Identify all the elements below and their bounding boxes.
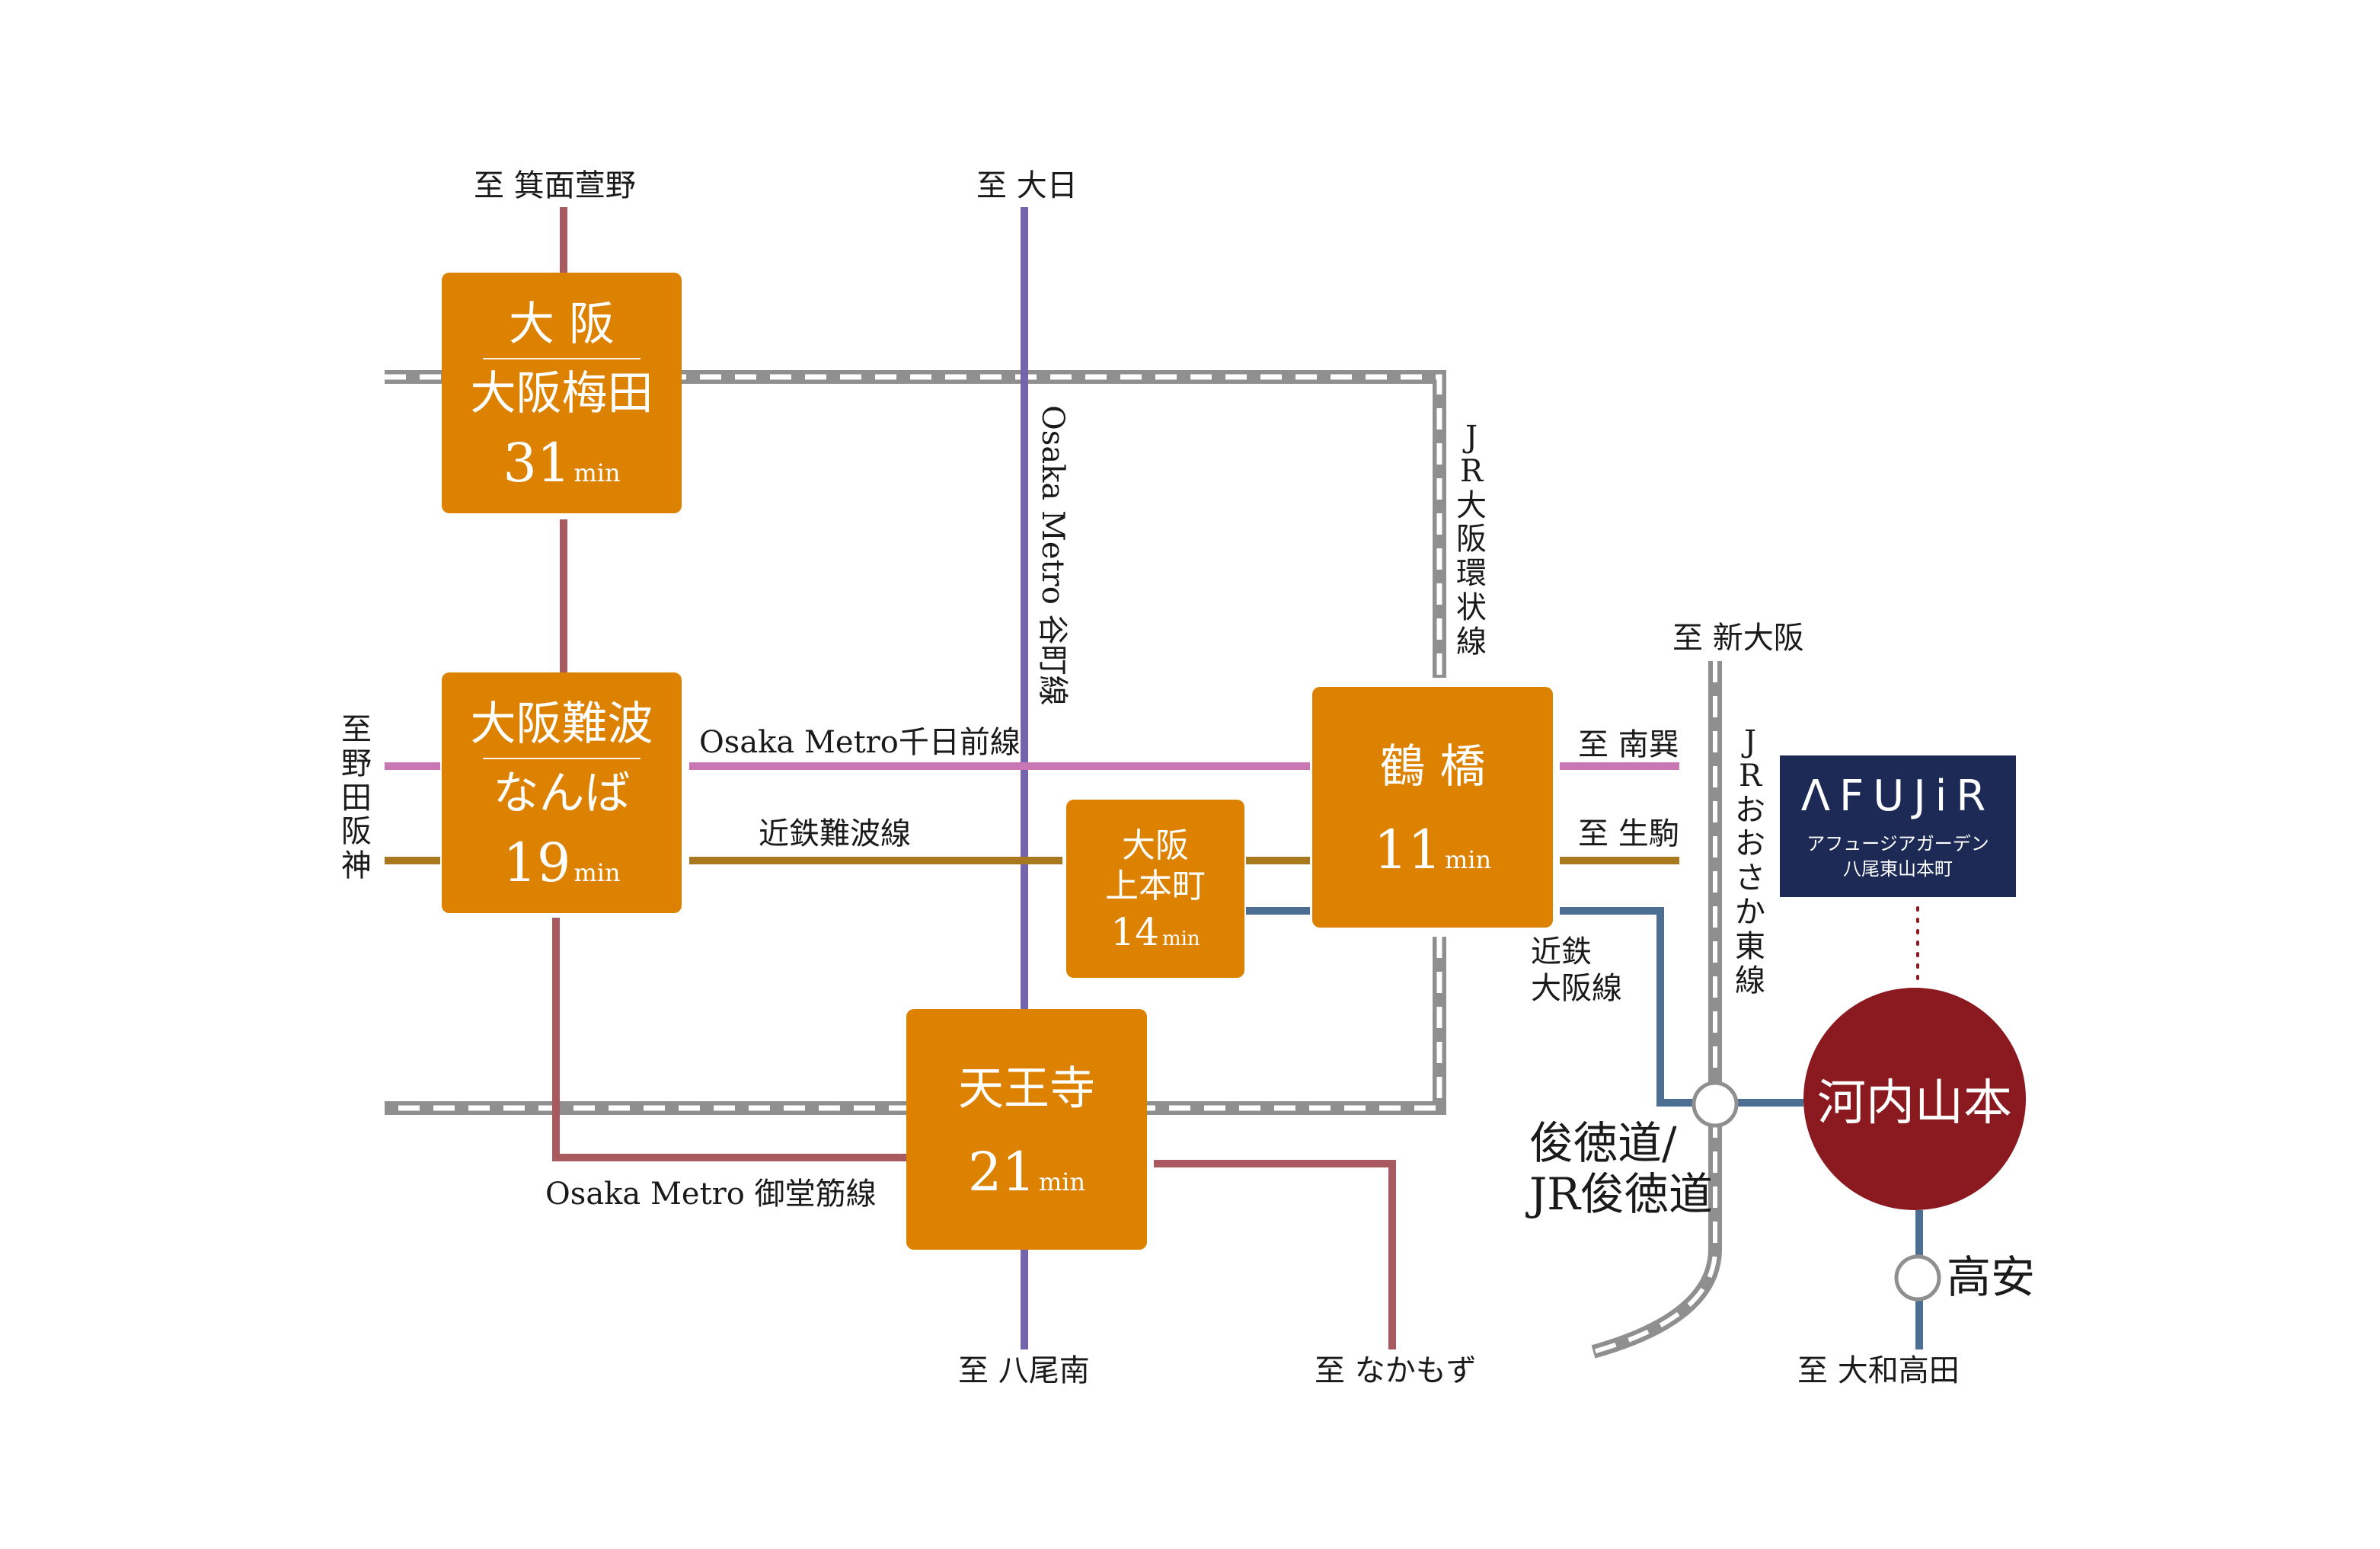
jr-loop-line	[385, 370, 1446, 1115]
label-midosuji-line: Osaka Metro 御堂筋線	[545, 1177, 877, 1212]
home-station-name: 河内山本	[1817, 1075, 2012, 1132]
label-jr-loop-line: JR大阪環状線	[1456, 420, 1487, 660]
label-to-yaominami: 至 八尾南	[958, 1353, 1090, 1388]
label-to-minamitatsumi: 至 南巽	[1578, 727, 1679, 762]
label-to-noda: 至 野 田 阪 神	[341, 712, 372, 884]
station-name: 鶴 橋	[1379, 739, 1486, 794]
time-unit: min	[1444, 845, 1492, 874]
time-unit: min	[1038, 1167, 1086, 1196]
takayasu-station-marker	[1894, 1254, 1941, 1301]
label-to-shinosaka: 至 新大阪	[1672, 621, 1804, 656]
station-name: 大阪	[1122, 826, 1189, 866]
brand-name: アフュージアガーデン	[1807, 833, 1989, 855]
brand-location: 八尾東山本町	[1843, 858, 1953, 880]
label-shuntokumichi: 俊徳道/ JR俊徳道	[1529, 1117, 1713, 1220]
brand-logo: ΛFUJiR	[1800, 771, 1995, 822]
property-brand-box[interactable]: ΛFUJiR アフュージアガーデン 八尾東山本町	[1780, 755, 2016, 897]
label-takayasu: 高安	[1947, 1251, 2036, 1303]
label-kintetsu-osaka-line: 近鉄 大阪線	[1531, 934, 1622, 1006]
label-to-ikoma: 至 生駒	[1578, 816, 1679, 851]
name-divider	[482, 758, 641, 759]
label-tanimachi-line: Osaka Metro 谷町線	[1035, 405, 1070, 706]
time-value: 11	[1373, 818, 1442, 881]
time-unit: min	[573, 458, 621, 487]
time-value: 19	[503, 832, 571, 894]
time-value: 31	[503, 432, 571, 494]
name-divider	[482, 358, 641, 359]
label-sennichimae-line: Osaka Metro千日前線	[699, 725, 1021, 760]
station-name-alt: 大阪梅田	[470, 367, 653, 420]
station-kawachiyamamoto[interactable]: 河内山本	[1803, 988, 2026, 1210]
midosuji-line	[552, 207, 1396, 1349]
label-to-yamatotakada: 至 大和高田	[1797, 1353, 1960, 1388]
station-name: 大 阪	[508, 298, 615, 351]
time-unit: min	[573, 858, 621, 887]
label-to-minoh: 至 箕面萱野	[474, 168, 636, 203]
shuntokumichi-station-marker	[1692, 1081, 1739, 1128]
station-name-alt: なんば	[493, 767, 631, 820]
time-value: 14	[1110, 909, 1159, 954]
label-to-nakamozu: 至 なかもず	[1315, 1353, 1477, 1388]
station-name: 大阪難波	[470, 698, 653, 751]
label-to-dainichi: 至 大日	[976, 168, 1078, 203]
station-name-alt: 上本町	[1105, 867, 1206, 905]
station-name: 天王寺	[958, 1062, 1095, 1116]
time-value: 21	[967, 1140, 1036, 1203]
jr-osaka-higashi-line	[1591, 661, 1722, 1359]
label-jr-osaka-higashi-line: JRおおさか東線	[1735, 724, 1765, 998]
label-kintetsu-namba-line: 近鉄難波線	[759, 816, 911, 851]
time-unit: min	[1161, 927, 1200, 950]
